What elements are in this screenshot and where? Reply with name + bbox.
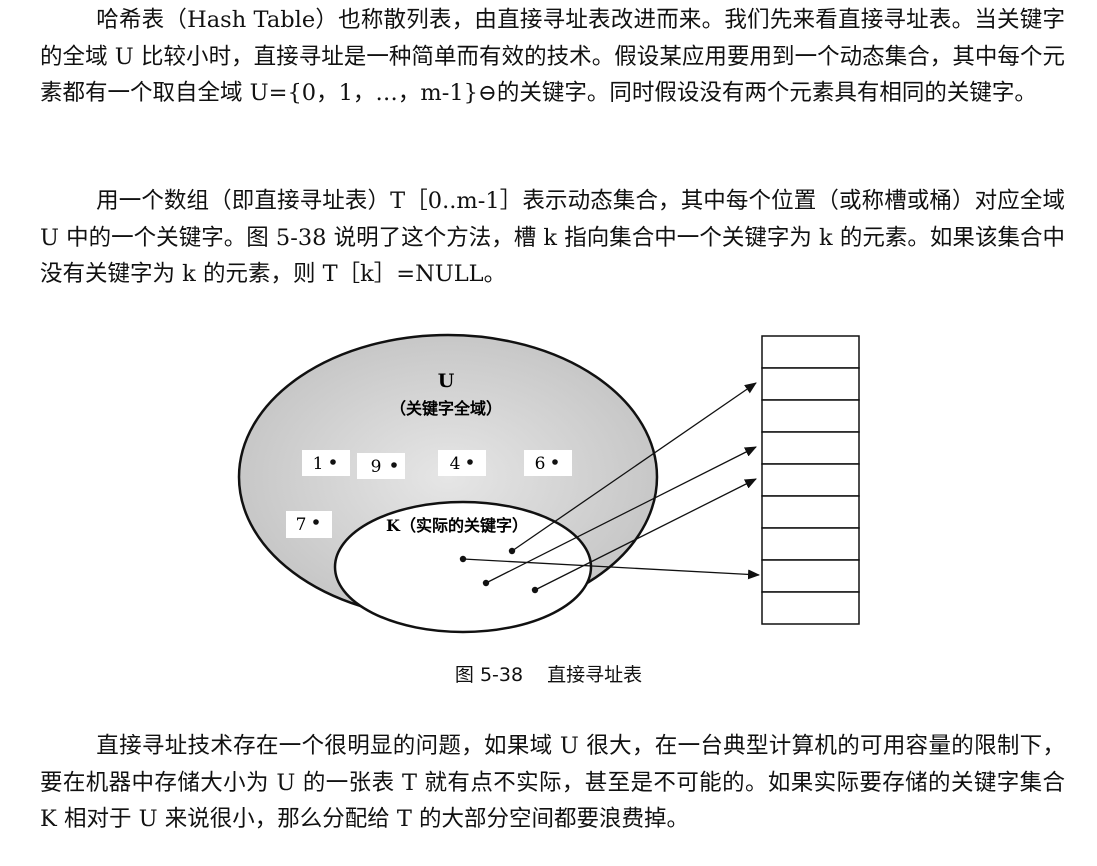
unused-key-6: 6 bbox=[524, 450, 572, 476]
svg-text:1: 1 bbox=[313, 454, 324, 474]
key-dot bbox=[459, 555, 467, 563]
pointer-arrow bbox=[534, 478, 757, 591]
svg-text:7: 7 bbox=[296, 515, 307, 535]
pointer-arrow bbox=[485, 446, 757, 584]
pointer-arrows bbox=[462, 382, 760, 591]
unused-key-9: 9 bbox=[357, 453, 405, 479]
universe-sublabel: （关键字全域） bbox=[390, 399, 502, 418]
table-slot bbox=[761, 495, 860, 529]
caption-title: 直接寻址表 bbox=[547, 664, 643, 686]
direct-address-figure: U （关键字全域） 1 9 4 6 7 K（实际的关键字） bbox=[237, 333, 860, 634]
key-dot bbox=[482, 579, 490, 587]
table-slot bbox=[761, 431, 860, 465]
direct-address-table bbox=[761, 335, 860, 625]
table-slot bbox=[761, 335, 860, 369]
key-set-ellipse bbox=[333, 500, 593, 634]
table-slot bbox=[761, 559, 860, 593]
table-slot bbox=[761, 463, 860, 497]
table-slot bbox=[761, 527, 860, 561]
pointer-arrow bbox=[462, 558, 760, 580]
key-dot bbox=[531, 586, 539, 594]
paragraph-problem-text: 直接寻址技术存在一个很明显的问题，如果域 U 很大，在一台典型计算机的可用容量的… bbox=[40, 733, 1065, 832]
paragraph-intro: 哈希表（Hash Table）也称散列表，由直接寻址表改进而来。我们先来看直接寻… bbox=[40, 2, 1065, 112]
paragraph-intro-text: 哈希表（Hash Table）也称散列表，由直接寻址表改进而来。我们先来看直接寻… bbox=[40, 7, 1065, 106]
key-dots bbox=[459, 547, 539, 594]
svg-text:9: 9 bbox=[371, 457, 382, 477]
table-slot bbox=[761, 367, 860, 401]
unused-key-1: 1 bbox=[302, 450, 350, 476]
key-set-label: K（实际的关键字） bbox=[386, 516, 528, 535]
universe-label: U bbox=[438, 370, 455, 392]
table-slot bbox=[761, 399, 860, 433]
svg-text:6: 6 bbox=[535, 454, 546, 474]
caption-number: 图 5-38 bbox=[454, 664, 524, 686]
paragraph-method-text: 用一个数组（即直接寻址表）T［0..m-1］表示动态集合，其中每个位置（或称槽或… bbox=[40, 188, 1065, 287]
key-dot bbox=[508, 547, 516, 555]
pointer-arrow bbox=[511, 382, 757, 552]
unused-key-4: 4 bbox=[438, 450, 486, 476]
unused-key-7: 7 bbox=[286, 511, 332, 538]
svg-text:4: 4 bbox=[450, 454, 461, 474]
paragraph-method: 用一个数组（即直接寻址表）T［0..m-1］表示动态集合，其中每个位置（或称槽或… bbox=[40, 183, 1065, 293]
figure-caption: 图 5-38 直接寻址表 bbox=[0, 660, 1097, 687]
table-slot bbox=[761, 591, 860, 625]
paragraph-problem: 直接寻址技术存在一个很明显的问题，如果域 U 很大，在一台典型计算机的可用容量的… bbox=[40, 728, 1065, 838]
